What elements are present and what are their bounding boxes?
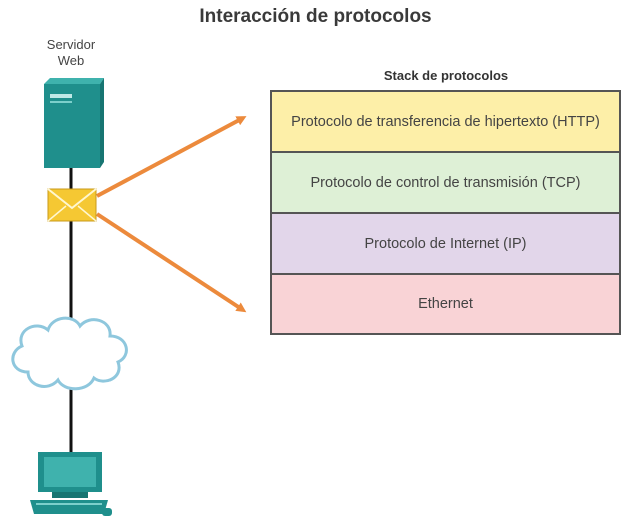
cloud-icon xyxy=(11,316,128,391)
envelope-icon xyxy=(47,188,97,222)
layer-ethernet: Ethernet xyxy=(272,275,619,333)
server-label-line1: Servidor xyxy=(46,37,96,52)
layer-http: Protocolo de transferencia de hipertexto… xyxy=(272,92,619,151)
layer-ip: Protocolo de Internet (IP) xyxy=(272,214,619,273)
computer-icon xyxy=(30,452,112,516)
server-icon xyxy=(44,78,104,168)
layer-tcp: Protocolo de control de transmisión (TCP… xyxy=(272,153,619,212)
arrow-to-ethernet xyxy=(95,212,247,313)
stack-title: Stack de protocolos xyxy=(383,68,509,83)
arrow-to-http xyxy=(96,116,247,198)
diagram-title: Interacción de protocolos xyxy=(199,6,432,27)
protocol-stack: Protocolo de transferencia de hipertexto… xyxy=(270,90,621,335)
server-label: Servidor Web xyxy=(40,37,102,69)
server-label-line2: Web xyxy=(57,53,85,68)
